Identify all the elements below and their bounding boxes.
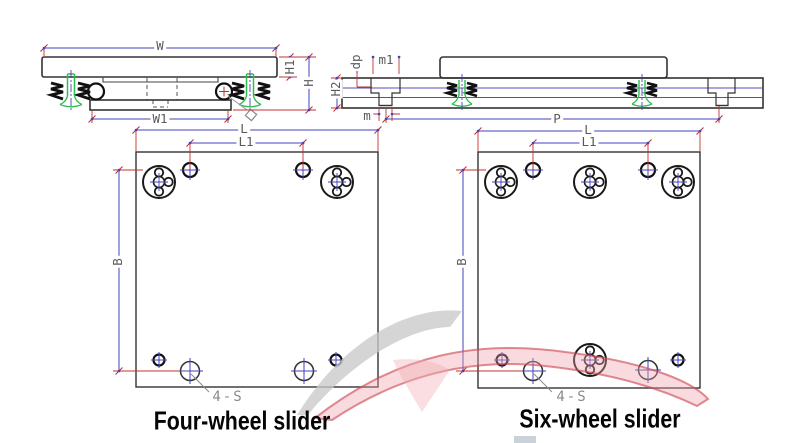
dimension-lines-blue [336, 78, 719, 120]
wheel-bottom-center [573, 343, 607, 377]
dimension-ticks [115, 126, 382, 375]
wheel-groove-profile [622, 81, 638, 98]
leader-line [227, 95, 248, 111]
dimension-dots [42, 46, 311, 121]
dim-label-h2: H2 [327, 79, 343, 99]
dimension-ticks [459, 127, 704, 375]
dim-label-h: H [300, 77, 316, 89]
rail [341, 77, 764, 109]
right-wheel-assembly [214, 70, 271, 110]
wheel-top-right [661, 165, 695, 199]
slider-plate-outline [135, 151, 379, 388]
wheel-top-center [573, 165, 607, 199]
dim-label-w1: W1 [150, 110, 170, 126]
wheel-group-right [622, 74, 658, 111]
hole-leader-line [190, 373, 210, 393]
roller-center-mark [219, 86, 229, 97]
dim-label-m: m [361, 107, 373, 123]
mount-hole [180, 160, 313, 180]
wheel-groove-profile [45, 81, 64, 101]
wheel-groove-profile [72, 81, 91, 101]
extension-lines-red [43, 49, 316, 123]
rail-groove-lines [342, 87, 763, 98]
bolt-shaft [638, 80, 646, 95]
hole-callout-four: 4-S [212, 389, 244, 405]
six-wheel-top-view [456, 127, 704, 393]
four-wheel-top-view [113, 126, 382, 393]
dimension-dots [461, 129, 702, 373]
left-mount-slot [370, 78, 401, 107]
wheel-top-left [142, 165, 176, 199]
hole-callout-six: 4-S [556, 389, 588, 405]
dimension-dots [117, 128, 380, 373]
six-wheel-side-view [331, 55, 764, 123]
dim-label-dp: dp [347, 52, 363, 72]
four-wheel-side-view [40, 44, 316, 123]
bottom-pivots-and-holes [151, 352, 344, 384]
dim-label-four-b: B [109, 256, 125, 268]
wheel-groove-profile [226, 81, 245, 101]
left-wheel-assembly [45, 70, 106, 110]
section-symbol-icon [244, 108, 258, 122]
wheel-group-left [442, 74, 478, 111]
wheel-groove-profile [252, 81, 271, 101]
dim-label-h1: H1 [281, 57, 297, 77]
extension-lines-red [113, 131, 379, 372]
carriage-plate [41, 56, 278, 78]
dim-label-p: P [551, 110, 563, 126]
rail [89, 99, 232, 111]
dim-label-six-l: L [582, 121, 594, 137]
carriage-plate [439, 56, 668, 79]
six-wheel-caption: Six-wheel slider [519, 403, 681, 434]
extension-lines-red [456, 132, 701, 372]
bolt-flare [59, 95, 83, 108]
wheel-groove-profile [442, 81, 458, 98]
dim-label-m1: m1 [376, 51, 396, 67]
dim-label-six-l1: L1 [579, 133, 599, 149]
wheel-top-left [484, 165, 518, 199]
roller [86, 82, 106, 101]
wheel-top-right [320, 165, 354, 199]
roller [214, 82, 234, 101]
four-wheel-caption: Four-wheel slider [153, 405, 331, 436]
dim-label-w: W [154, 37, 166, 53]
hole-leader-line [533, 373, 553, 393]
dim-label-six-b: B [453, 256, 469, 268]
wheel-groove-profile [642, 81, 658, 98]
right-mount-slot [707, 78, 736, 107]
wheel-groove-profile [462, 81, 478, 98]
dim-label-four-l1: L1 [236, 133, 256, 149]
bolt-shaft [458, 80, 466, 95]
carriage-underside [102, 77, 219, 83]
dim-label-four-l: L [238, 120, 250, 136]
